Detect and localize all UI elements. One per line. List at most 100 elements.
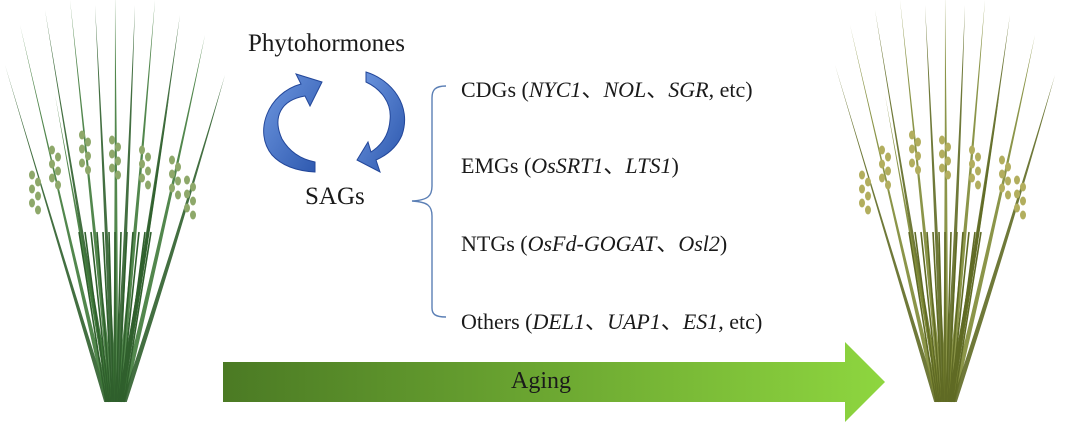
rice-stem [123,231,152,403]
rice-grain [109,149,115,159]
rice-stem [947,231,958,403]
rice-grain [35,205,41,215]
rice-stem [117,231,128,403]
phytohormones-label: Phytohormones [248,30,405,57]
gene-name: ES1 [682,309,719,334]
rice-stem [115,231,122,403]
gene-name: NOL [603,77,647,102]
rice-grain [999,183,1005,193]
rice-grain [184,189,190,199]
rice-grain [139,159,145,169]
gene-group-suffix: ) [719,231,728,256]
gene-group-others: Others (DEL1、UAP1、ES1, etc) [461,304,762,336]
rice-stem [932,231,943,403]
rice-leaf [55,95,114,402]
rice-grain [1014,203,1020,213]
rice-stem [953,231,982,403]
rice-grain [29,170,35,180]
rice-stem [90,231,110,403]
rice-grain [55,152,61,162]
rice-leaf [875,10,943,402]
rice-grain [1020,210,1026,220]
rice-grain [49,173,55,183]
rice-grain [1005,190,1011,200]
gene-separator: 、 [585,309,608,334]
rice-grain [879,159,885,169]
rice-grain [109,135,115,145]
rice-stem [121,231,146,403]
rice-grain [145,166,151,176]
rice-grain [184,175,190,185]
rice-grain [55,180,61,190]
gene-name: LTS1 [625,153,672,178]
rice-leaf [45,10,113,402]
rice-grain [885,166,891,176]
rice-stem [950,231,970,403]
rice-stem [78,231,107,403]
gene-group-suffix: , etc) [708,77,753,102]
rice-leaf [885,95,944,402]
rice-grain [975,180,981,190]
rice-grain [975,166,981,176]
rice-stem [96,231,112,403]
rice-grain [115,170,121,180]
rice-stem [108,231,115,403]
rice-grain [969,173,975,183]
gene-name: OsFd-GOGAT [527,231,657,256]
gene-group-prefix: EMGs ( [461,153,532,178]
rice-grain [35,191,41,201]
rice-grain [999,169,1005,179]
rice-grain [175,176,181,186]
aging-arrow [223,342,885,422]
rice-grain [190,210,196,220]
rice-stem [908,231,937,403]
rice-grain [999,155,1005,165]
gene-separator: 、 [656,231,679,256]
rice-grain [79,130,85,140]
rice-grain [190,182,196,192]
rice-stem [948,231,964,403]
rice-grain [909,158,915,168]
rice-grain [969,145,975,155]
rice-grain [190,196,196,206]
gene-name: NYC1 [528,77,582,102]
rice-grain [939,149,945,159]
rice-grain [939,135,945,145]
rice-grain [859,170,865,180]
rice-grain [169,169,175,179]
rice-grain [975,152,981,162]
rice-stem [120,231,140,403]
gene-group-prefix: CDGs ( [461,77,529,102]
rice-grain [79,144,85,154]
gene-name: OsSRT1 [531,153,604,178]
rice-grain [879,145,885,155]
rice-grain [945,156,951,166]
rice-grain [865,205,871,215]
rice-grain [169,155,175,165]
gene-separator: 、 [646,77,669,102]
rice-grain [879,173,885,183]
rice-grain [915,137,921,147]
rice-grain [85,151,91,161]
rice-grain [55,166,61,176]
rice-grain [865,191,871,201]
rice-grain [1014,175,1020,185]
rice-grain [885,152,891,162]
rice-stem [938,231,945,403]
rice-grain [1020,196,1026,206]
rice-grain [29,198,35,208]
sags-label: SAGs [305,183,365,210]
senescent-rice-plant-icon [835,0,1055,403]
rice-leaf [121,75,225,402]
gene-group-prefix: NTGs ( [461,231,528,256]
rice-stem [920,231,940,403]
gene-name: Osl2 [678,231,720,256]
rice-grain [115,156,121,166]
rice-grain [49,159,55,169]
gene-separator: 、 [581,77,604,102]
gene-group-emgs: EMGs (OsSRT1、LTS1) [461,148,679,180]
rice-grain [1005,176,1011,186]
rice-grain [169,183,175,193]
rice-grain [85,137,91,147]
rice-grain [945,142,951,152]
